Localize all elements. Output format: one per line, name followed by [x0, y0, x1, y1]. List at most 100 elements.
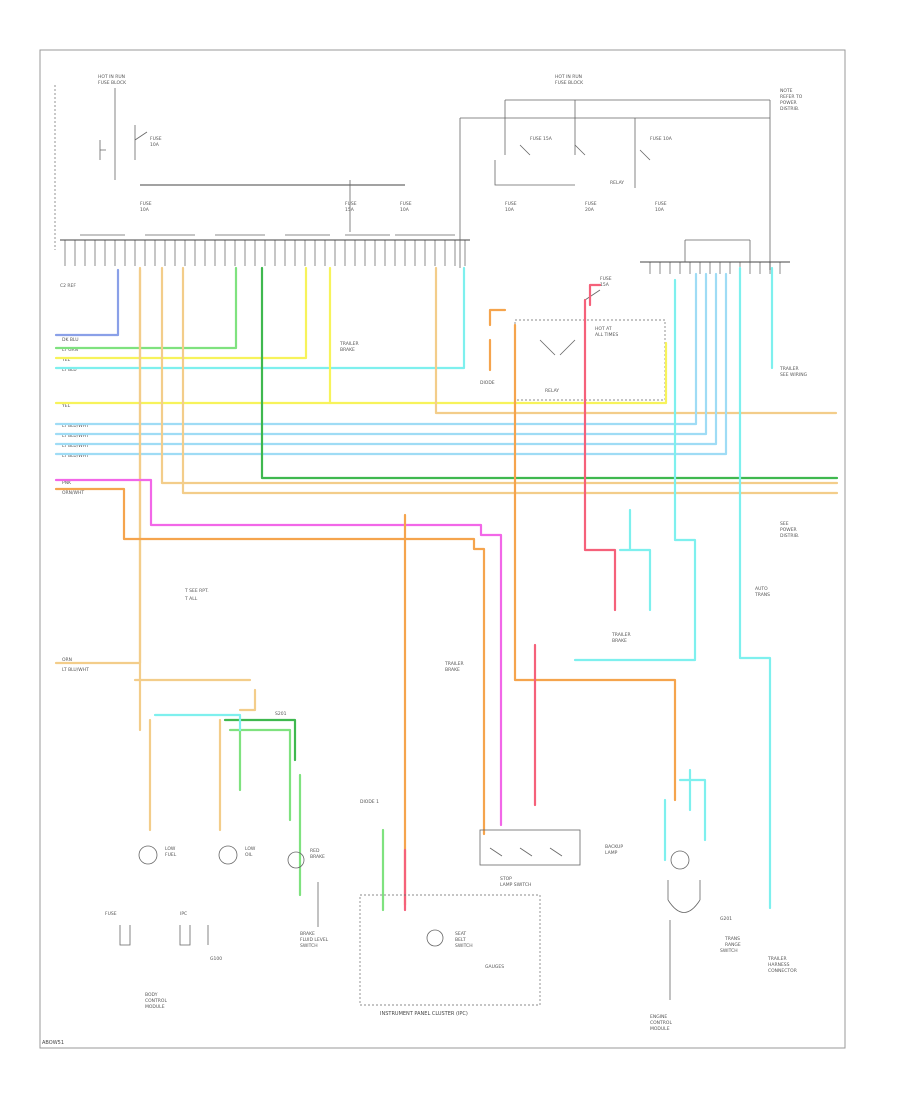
- cluster-label: INSTRUMENT PANEL CLUSTER (IPC): [380, 1011, 468, 1017]
- svg-text:SWITCH: SWITCH: [455, 943, 473, 949]
- hot-in-run-right-label: HOT IN RUN: [555, 74, 582, 80]
- svg-text:CONNECTOR: CONNECTOR: [768, 968, 797, 974]
- svg-text:LAMP SWITCH: LAMP SWITCH: [500, 882, 531, 888]
- wire-magenta: [54, 478, 503, 827]
- diagram-frame: [39, 49, 846, 1049]
- svg-text:SWITCH: SWITCH: [720, 948, 738, 954]
- svg-text:BACKUP: BACKUP: [605, 844, 623, 850]
- wire-pink: [533, 298, 617, 807]
- svg-text:15A: 15A: [345, 207, 355, 213]
- relay-label: RELAY: [545, 388, 559, 394]
- ground-label-left: G100: [210, 956, 222, 962]
- svg-text:TRAILER: TRAILER: [779, 366, 799, 372]
- diagram-id: ABOW51: [42, 1040, 64, 1046]
- svg-text:BODY: BODY: [145, 992, 158, 998]
- connector-strip-right: [640, 239, 790, 274]
- svg-text:POWER: POWER: [780, 100, 797, 106]
- instrument-cluster-box: [359, 894, 541, 1006]
- svg-text:IPC: IPC: [180, 911, 187, 917]
- svg-text:FUSE: FUSE: [105, 911, 117, 917]
- svg-text:LAMP: LAMP: [605, 850, 618, 856]
- wire-yellow-main: [54, 341, 668, 405]
- svg-text:T ALL: T ALL: [184, 596, 198, 602]
- svg-text:T SEE RPT.: T SEE RPT.: [184, 588, 209, 594]
- svg-text:STOP: STOP: [500, 876, 512, 882]
- svg-text:FUSE: FUSE: [140, 201, 152, 207]
- svg-text:NOTE: NOTE: [780, 88, 793, 94]
- svg-text:FUSE: FUSE: [400, 201, 412, 207]
- lamp-1-icon: [138, 845, 158, 865]
- svg-text:MODULE: MODULE: [145, 1004, 165, 1010]
- svg-text:RANGE: RANGE: [725, 942, 741, 948]
- svg-text:SEE: SEE: [780, 521, 789, 527]
- svg-text:FUSE 10A: FUSE 10A: [650, 136, 673, 142]
- svg-text:10A: 10A: [505, 207, 515, 213]
- svg-text:BRAKE: BRAKE: [340, 347, 355, 353]
- wire-cyan-upper: [54, 266, 466, 370]
- fuse-block-right: HOT IN RUN FUSE BLOCK FUSE 15A FUSE 10A …: [459, 74, 803, 270]
- svg-text:15A: 15A: [600, 282, 610, 288]
- wire-dark-green: [260, 266, 839, 480]
- hot-in-run-left-label: HOT IN RUN: [98, 74, 125, 80]
- svg-text:LOW: LOW: [165, 846, 176, 852]
- svg-text:TRANS: TRANS: [724, 936, 740, 942]
- svg-text:TRAILER: TRAILER: [611, 632, 631, 638]
- svg-text:DISTRIB.: DISTRIB.: [780, 106, 799, 112]
- svg-text:FUSE: FUSE: [150, 136, 162, 142]
- svg-text:HARNESS: HARNESS: [768, 962, 790, 968]
- wire-light-blue-1: [54, 272, 698, 426]
- svg-text:SEE WIRING: SEE WIRING: [780, 372, 808, 378]
- svg-text:REFER TO: REFER TO: [780, 94, 803, 100]
- svg-text:DK BLU: DK BLU: [62, 337, 79, 343]
- svg-text:BRAKE: BRAKE: [445, 667, 460, 673]
- svg-text:PNK: PNK: [62, 480, 72, 486]
- wire-tan-2: [181, 266, 839, 495]
- svg-text:AUTO: AUTO: [755, 586, 768, 592]
- svg-text:RELAY: RELAY: [610, 180, 624, 186]
- wire-yellow-upper: [54, 266, 308, 360]
- svg-text:LT BLU/WHT: LT BLU/WHT: [62, 423, 89, 429]
- svg-text:LT BLU/WHT: LT BLU/WHT: [62, 453, 89, 459]
- splice-label: S201: [275, 711, 287, 717]
- svg-text:TRAILER: TRAILER: [767, 956, 787, 962]
- svg-text:FUSE: FUSE: [585, 201, 597, 207]
- svg-text:LOW: LOW: [245, 846, 256, 852]
- wire-light-blue-2: [54, 272, 708, 436]
- wire-light-green: [54, 266, 238, 350]
- svg-text:RED: RED: [310, 848, 320, 854]
- svg-text:LT BLU/WHT: LT BLU/WHT: [62, 443, 89, 449]
- svg-text:10A: 10A: [400, 207, 410, 213]
- svg-text:CONTROL: CONTROL: [650, 1020, 672, 1026]
- svg-text:MODULE: MODULE: [650, 1026, 670, 1032]
- svg-text:FUSE: FUSE: [600, 276, 612, 282]
- svg-text:FUSE: FUSE: [345, 201, 357, 207]
- svg-text:SEAT: SEAT: [455, 931, 466, 937]
- relay-module: RELAY HOT AT ALL TIMES DIODE FUSE 15A: [480, 276, 666, 401]
- svg-text:10A: 10A: [150, 142, 160, 148]
- wire-light-blue-3: [54, 272, 718, 446]
- harness-labels-left: DK BLU LT GRN YEL LT BLU YEL LT BLU/WHT …: [61, 337, 359, 673]
- svg-text:CONTROL: CONTROL: [145, 998, 167, 1004]
- ground-label-right: G201: [720, 916, 732, 922]
- connector-left-label: C2 REF: [60, 283, 76, 289]
- wire-tan-3: [54, 266, 142, 665]
- svg-text:LT GRN: LT GRN: [62, 347, 78, 353]
- svg-text:DIODE: DIODE: [480, 380, 495, 386]
- svg-text:TRANS: TRANS: [754, 592, 770, 598]
- lamp-3-icon: [287, 851, 305, 869]
- svg-text:FUSE: FUSE: [505, 201, 517, 207]
- colored-wires: [54, 266, 839, 912]
- svg-text:LT BLU/WHT: LT BLU/WHT: [62, 667, 89, 673]
- svg-text:FUEL: FUEL: [165, 852, 177, 858]
- connector-strip-left: [60, 234, 470, 266]
- svg-text:YEL: YEL: [61, 357, 71, 363]
- svg-text:BRAKE: BRAKE: [612, 638, 627, 644]
- svg-text:BRAKE: BRAKE: [310, 854, 325, 860]
- svg-text:FLUID LEVEL: FLUID LEVEL: [300, 937, 329, 943]
- svg-text:20A: 20A: [585, 207, 595, 213]
- svg-text:DISTRIB.: DISTRIB.: [780, 533, 799, 539]
- wire-light-blue-4: [54, 272, 728, 456]
- svg-text:FUSE 15A: FUSE 15A: [530, 136, 553, 142]
- svg-text:YEL: YEL: [61, 403, 71, 409]
